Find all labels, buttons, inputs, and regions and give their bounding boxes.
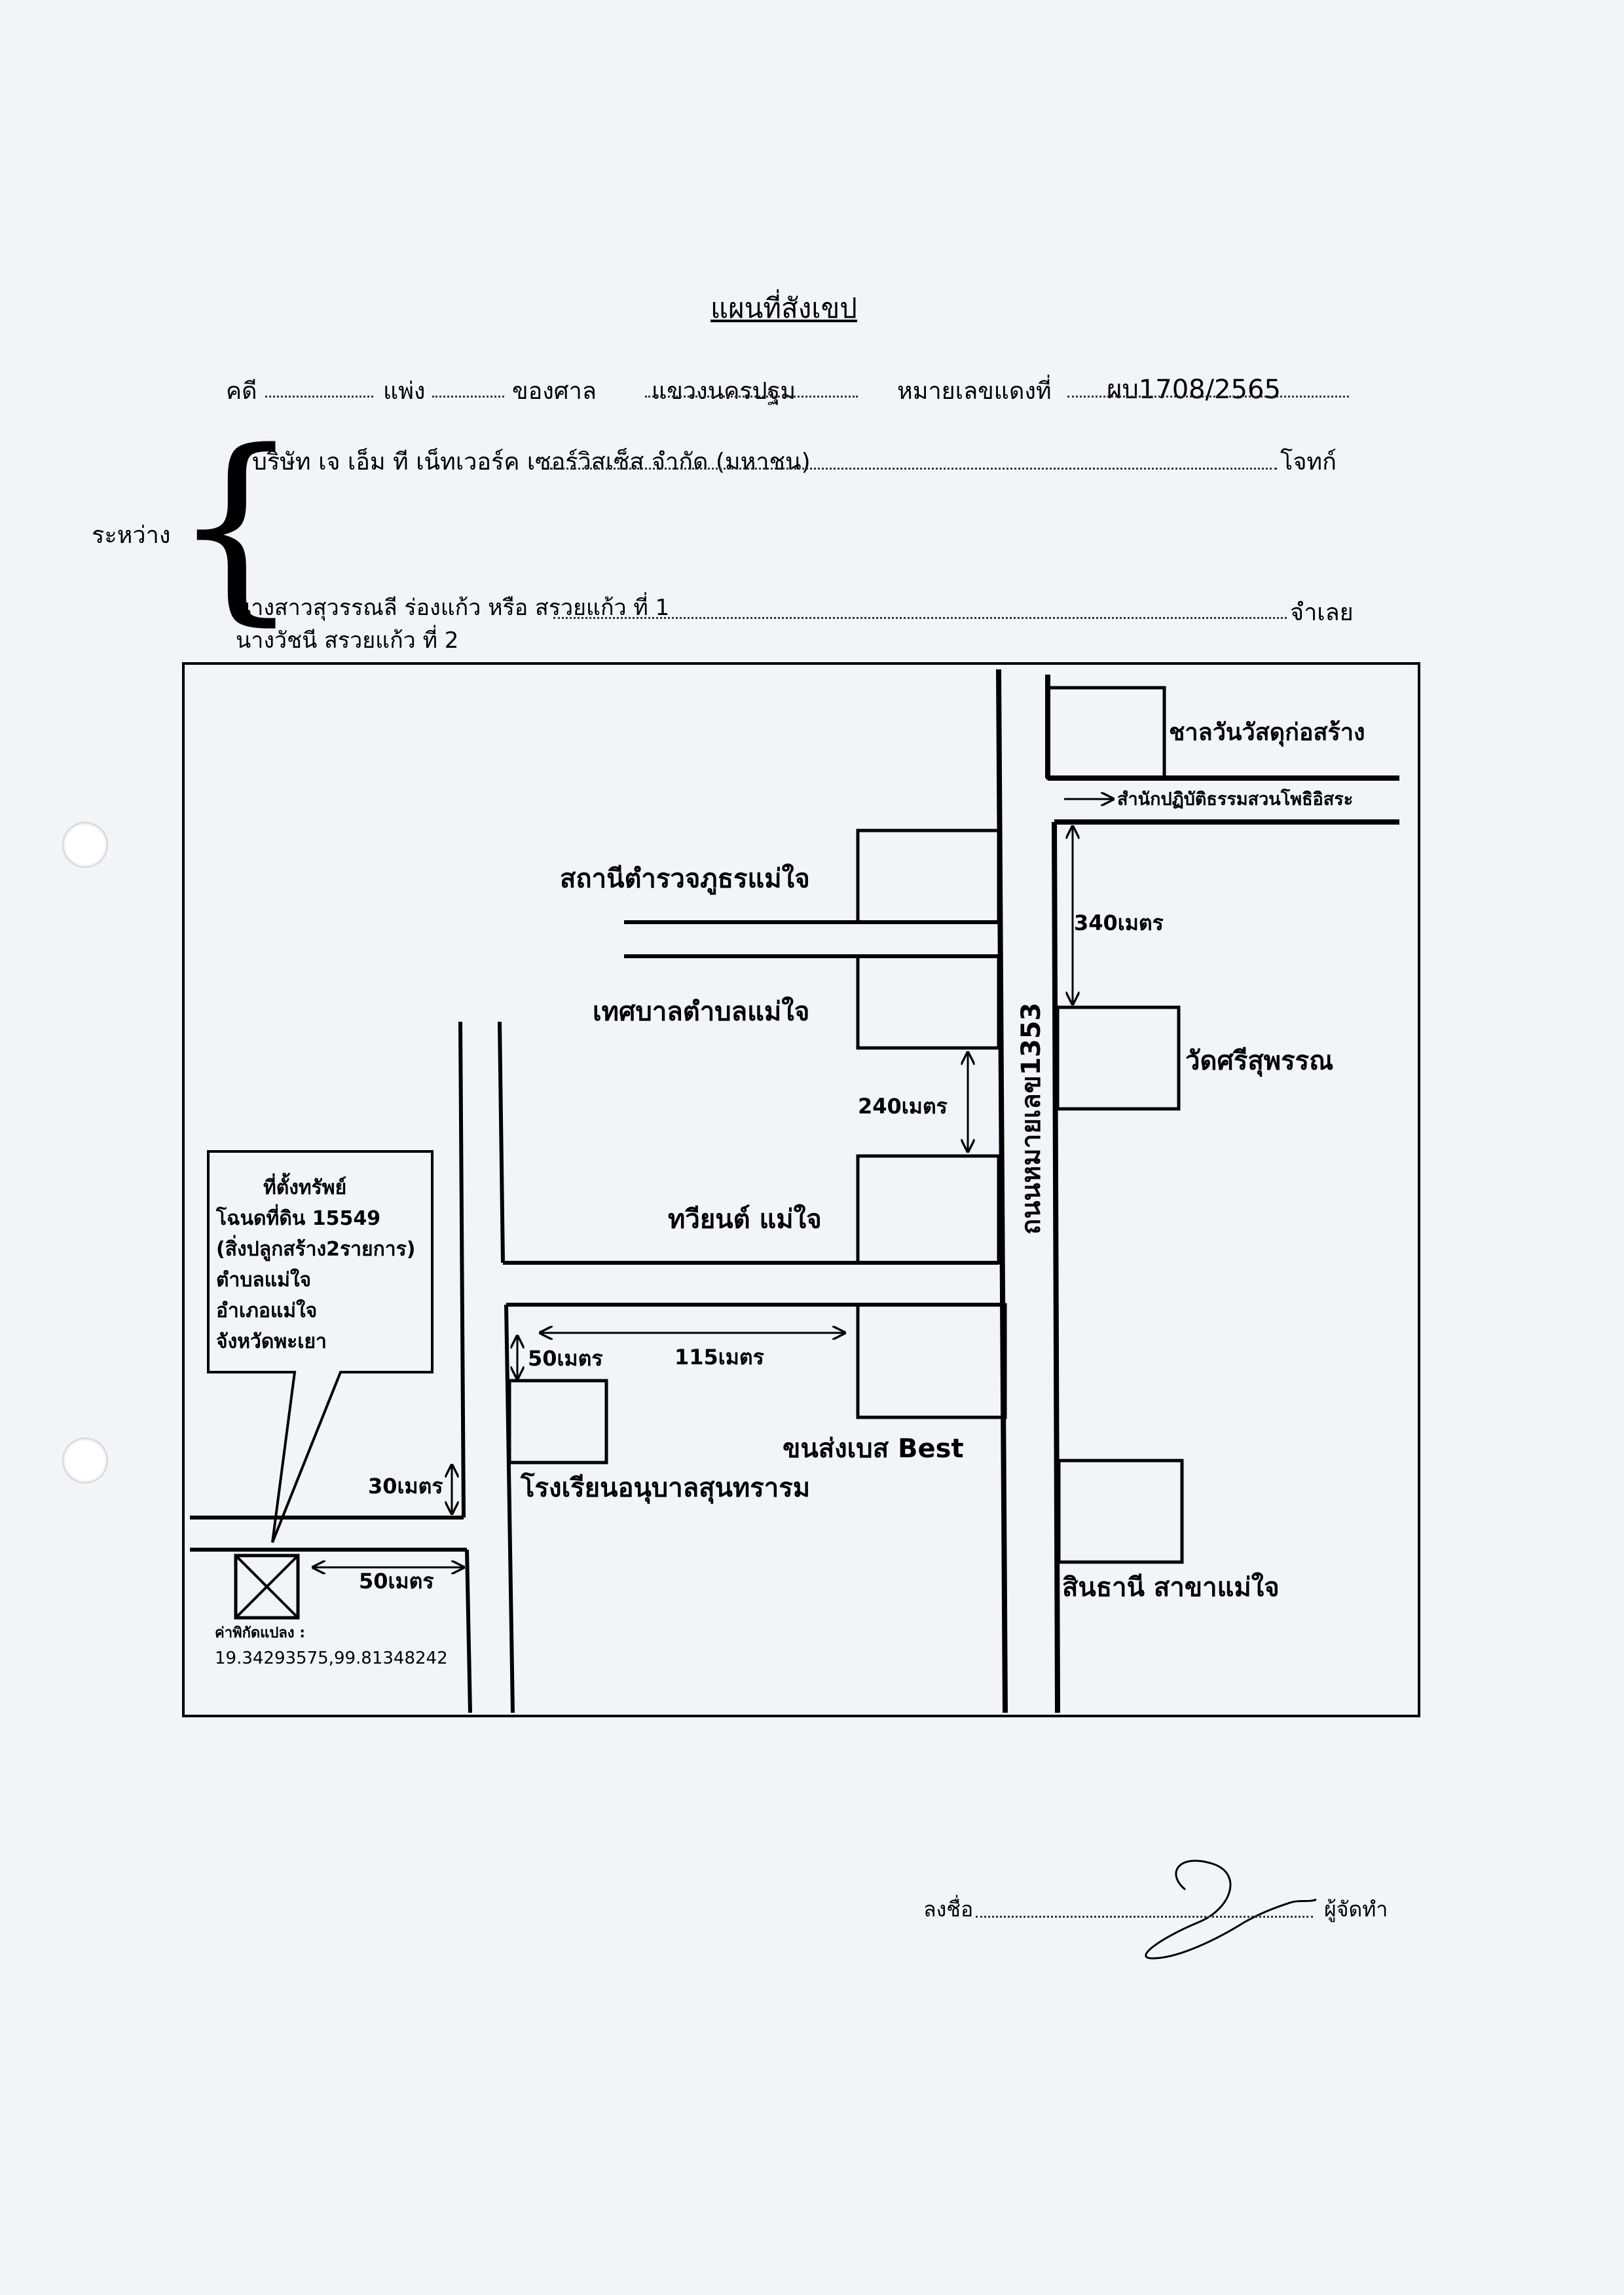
bank-building <box>1057 1459 1184 1564</box>
label-temple: วัดศรีสุพรรณ <box>1185 1046 1333 1077</box>
property-province: จังหวัดพะเยา <box>216 1330 327 1353</box>
property-district: อำเภอแม่ใจ <box>216 1299 317 1322</box>
label-meditation: สำนักปฏิบัติธรรมสวนโพธิอิสระ <box>1117 788 1353 810</box>
court-label: ของศาล <box>512 378 597 405</box>
coords-value: 19.34293575,99.81348242 <box>215 1649 448 1668</box>
label-115m: 115เมตร <box>674 1345 764 1370</box>
property-heading: ที่ตั้งทรัพย์ <box>263 1172 346 1199</box>
transport-building <box>856 1303 1007 1419</box>
main-road-east-edge <box>1052 821 1060 1713</box>
page-title: แผนที่สังเขป <box>710 292 857 324</box>
between-label: ระหว่าง <box>92 522 171 549</box>
punch-hole-bottom <box>62 1438 108 1483</box>
sign-label: ลงชื่อ <box>923 1897 974 1922</box>
school-building <box>507 1379 608 1465</box>
label-tawiyon: ทวียนต์ แม่ใจ <box>668 1204 822 1235</box>
preparer-label: ผู้จัดทำ <box>1324 1897 1388 1922</box>
municipality-building <box>856 954 1001 1050</box>
property-subdistrict: ตำบลแม่ใจ <box>216 1268 311 1292</box>
tawiyon-building <box>856 1154 1001 1265</box>
label-road-1353: ถนนหมายเลข1353 <box>1016 1003 1046 1235</box>
label-municipality: เทศบาลตำบลแม่ใจ <box>593 996 809 1027</box>
defendant-role: จำเลย <box>1290 599 1354 626</box>
plaintiff-dots <box>550 468 1277 470</box>
label-police: สถานีตำรวจภูธรแม่ใจ <box>560 863 810 895</box>
label-30m: 30เมตร <box>368 1474 443 1499</box>
school-road-west <box>504 1304 515 1713</box>
case-label: คดี <box>226 378 257 405</box>
property-deed: โฉนดที่ดิน 15549 <box>215 1204 380 1230</box>
case-dots-2 <box>432 396 504 398</box>
red-no: ผบ1708/2565 <box>1107 375 1281 405</box>
coords-label: ค่าพิกัดแปลง : <box>215 1625 305 1641</box>
label-bank: สินธานี สาขาแม่ใจ <box>1062 1572 1280 1603</box>
construction-building <box>1046 686 1166 780</box>
property-callout <box>207 1150 434 1543</box>
police-building <box>856 829 1001 924</box>
label-50m-site: 50เมตร <box>359 1569 434 1594</box>
map-frame <box>182 662 1420 1717</box>
label-340m: 340เมตร <box>1074 910 1164 935</box>
site-road-east <box>465 1549 472 1713</box>
plaintiff-role: โจทก์ <box>1280 449 1337 476</box>
red-no-dots <box>1067 396 1349 398</box>
court-name: แขวงนครปฐม <box>652 378 796 405</box>
property-buildings: (สิ่งปลูกสร้าง2รายการ) <box>216 1235 415 1261</box>
punch-hole-top <box>62 822 108 868</box>
defendant-1: นางสาวสุวรรณลี ร่องแก้ว หรือ สรวยแก้ว ที… <box>236 595 670 621</box>
label-240m: 240เมตร <box>858 1094 948 1119</box>
label-transport: ขนส่งเบส Best <box>783 1434 964 1464</box>
court-dots <box>645 396 858 398</box>
soi-west-1 <box>458 1021 466 1518</box>
soi-west-2 <box>498 1021 505 1263</box>
temple-building <box>1056 1005 1181 1111</box>
plaintiff-name: บริษัท เจ เอ็ม ที เน็ทเวอร์ค เซอร์วิสเซ็… <box>252 449 811 476</box>
label-school: โรงเรียนอนุบาลสุนทรารม <box>520 1472 810 1504</box>
label-construction: ชาลวันวัสดุก่อสร้าง <box>1169 719 1365 747</box>
property-marker <box>234 1554 300 1620</box>
defendant-2: นางวัชนี สรวยแก้ว ที่ 2 <box>236 627 459 654</box>
brace: { <box>172 407 301 644</box>
defendant-dots <box>553 617 1287 619</box>
sign-dots <box>976 1916 1313 1918</box>
red-no-label: หมายเลขแดงที่ <box>897 378 1052 405</box>
case-dots-1 <box>265 396 373 398</box>
label-50m-school: 50เมตร <box>528 1346 603 1371</box>
signature <box>1145 1859 1317 1960</box>
case-type: แพ่ง <box>383 378 426 405</box>
